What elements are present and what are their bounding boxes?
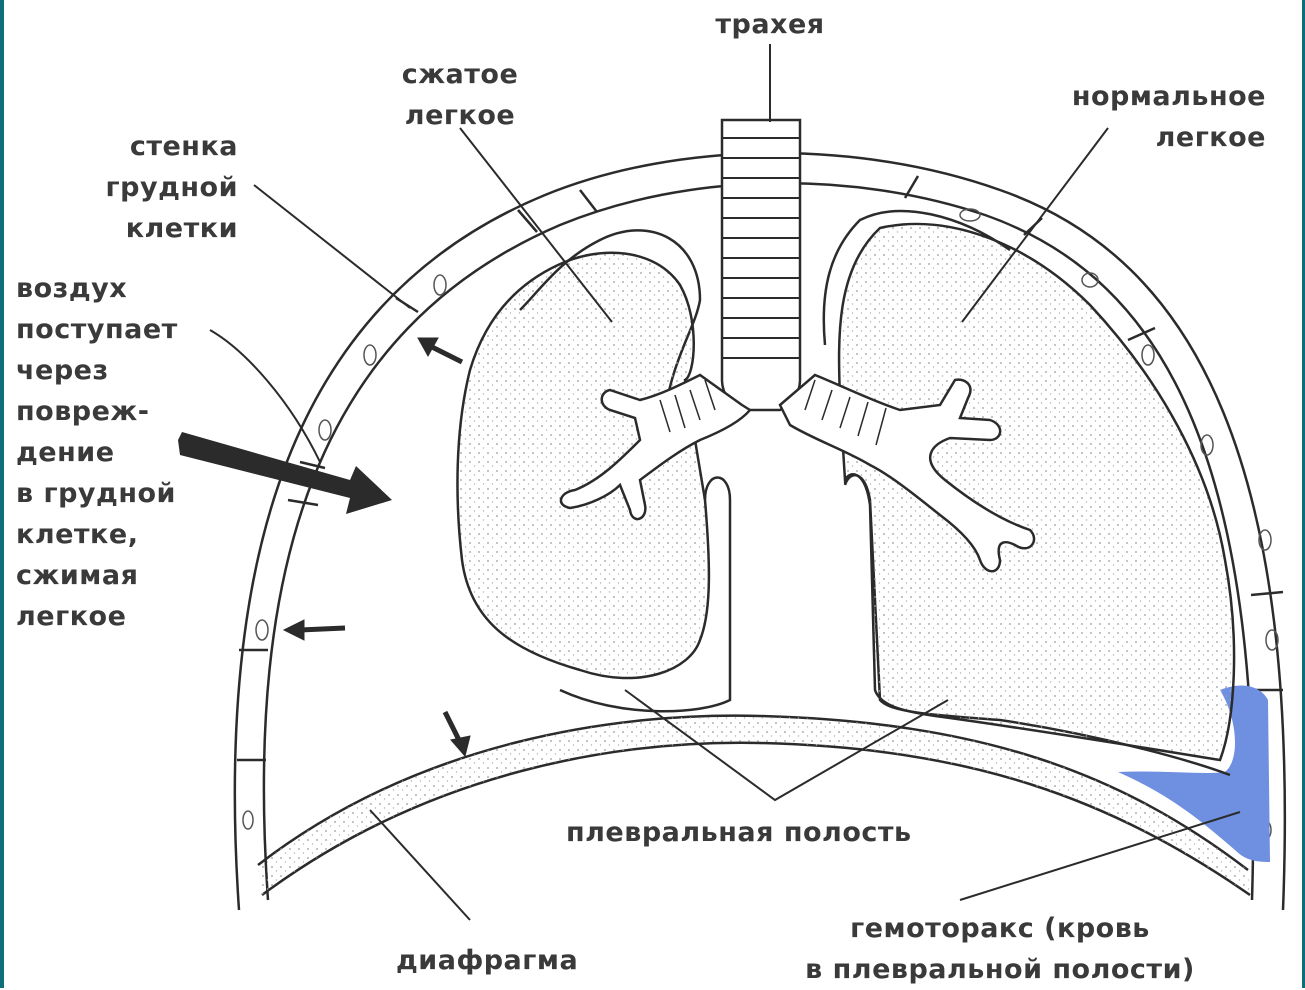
diaphragm-texture xyxy=(258,716,1250,895)
label-hemothorax: гемоторакс (кровь в плевральной полости) xyxy=(720,908,1280,990)
air-entry-arrow xyxy=(178,432,392,514)
small-arrows xyxy=(284,338,470,756)
normal-lung xyxy=(839,224,1234,760)
label-pleural-cavity: плевральная полость xyxy=(566,812,912,853)
collapsed-lung xyxy=(457,253,708,678)
label-air-entry: воздух поступает через повреж- дение в г… xyxy=(16,268,178,637)
label-normal-lung: нормальное легкое xyxy=(990,76,1266,158)
label-chest-wall: стенка грудной клетки xyxy=(60,126,238,249)
trachea xyxy=(722,120,800,410)
label-trachea: трахея xyxy=(680,4,860,45)
label-collapsed-lung: сжатое легкое xyxy=(360,54,560,136)
label-diaphragm: диафрагма xyxy=(396,940,578,981)
